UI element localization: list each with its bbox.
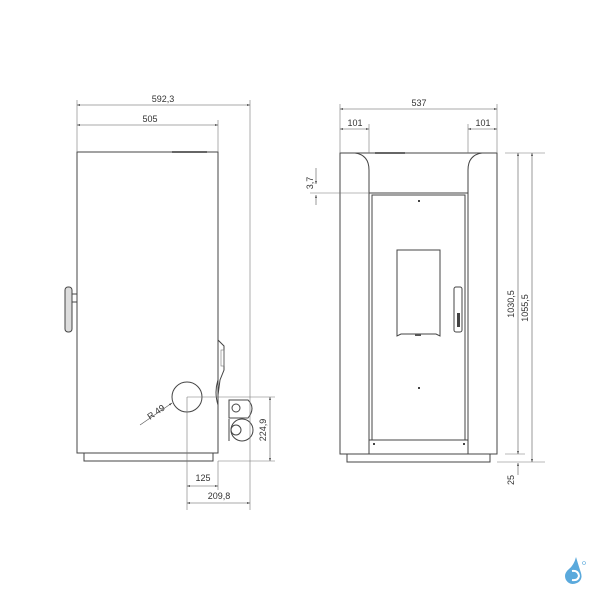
dim-body-height: 1030,5 <box>506 290 516 318</box>
front-body <box>339 152 498 455</box>
dim-body-width: 505 <box>142 114 157 124</box>
dim-flue-radius: R 49 <box>145 403 166 422</box>
dim-overall-width: 592,3 <box>152 94 175 104</box>
dim-overall-height: 1055,5 <box>520 294 530 322</box>
rear-pipes <box>228 399 254 442</box>
front-base <box>346 453 491 463</box>
side-base <box>83 452 214 462</box>
rear-bracket <box>217 339 225 396</box>
dim-base-height: 25 <box>506 475 516 485</box>
door-handle-icon <box>64 286 77 333</box>
dim-left-panel: 101 <box>347 118 362 128</box>
dim-right-panel: 101 <box>475 118 490 128</box>
front-door <box>371 194 466 441</box>
left-panel <box>354 152 370 454</box>
dim-flue-offset-1: 125 <box>195 473 210 483</box>
dim-flue-height: 224,9 <box>258 419 268 442</box>
front-handle-icon <box>453 286 463 333</box>
dim-flue-offset-2: 209,8 <box>208 491 231 501</box>
door-window <box>396 249 441 337</box>
dim-top-gap: 3,7 <box>305 177 315 190</box>
dim-front-overall-width: 537 <box>411 98 426 108</box>
water-drop-icon <box>565 557 586 584</box>
front-view: 537 101 101 3,7 1030,5 1055,5 25 <box>305 98 545 485</box>
right-panel <box>467 152 483 454</box>
side-view: 592,3 505 R 49 224,9 125 209,8 <box>64 94 275 510</box>
